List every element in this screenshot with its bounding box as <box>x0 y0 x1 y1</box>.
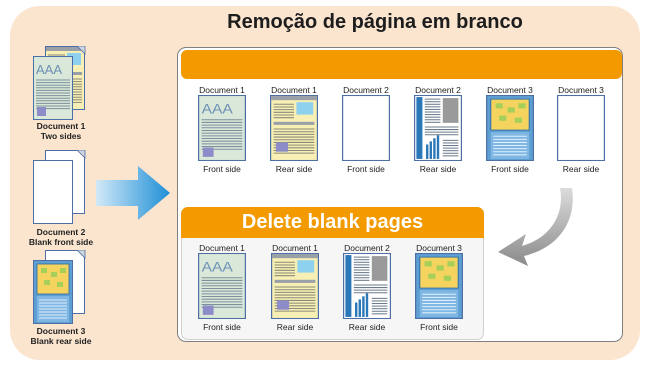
top-doc-name: Document 2 <box>415 85 461 95</box>
top-page-yellow <box>270 95 318 166</box>
bottom-page-blue <box>343 253 391 324</box>
source-doc-desc: Blank rear side <box>30 336 92 346</box>
delete-blank-pages-header: Delete blank pages <box>181 207 484 238</box>
top-side-label: Front side <box>203 164 241 174</box>
bottom-doc-name: Document 2 <box>344 243 390 253</box>
bottom-side-label: Rear side <box>348 322 386 332</box>
top-side-label: Rear side <box>275 164 313 174</box>
curved-down-arrow <box>498 188 573 266</box>
bottom-page-text: AAA <box>198 253 246 324</box>
bottom-doc-name: Document 3 <box>416 243 462 253</box>
bottom-side-label: Front side <box>203 322 241 332</box>
top-doc-name: Document 1 <box>199 85 245 95</box>
source-document-2 <box>33 149 89 231</box>
right-arrow <box>96 166 170 220</box>
source-document-3 <box>33 249 89 331</box>
bottom-page-map <box>415 253 463 324</box>
bottom-doc-name: Document 1 <box>272 243 318 253</box>
top-side-label: Front side <box>347 164 385 174</box>
header-bar <box>181 50 622 79</box>
source-doc-desc: Blank front side <box>28 237 94 247</box>
bottom-page-yellow <box>271 253 319 324</box>
source-document-1: AAA <box>33 45 89 127</box>
bottom-side-label: Rear side <box>276 322 314 332</box>
top-side-label: Rear side <box>562 164 600 174</box>
svg-text:AAA: AAA <box>202 261 234 276</box>
top-doc-name: Document 3 <box>558 85 604 95</box>
top-doc-name: Document 1 <box>271 85 317 95</box>
bottom-side-label: Front side <box>420 322 458 332</box>
source-doc-name: Document 1 <box>36 121 86 131</box>
source-doc-name: Document 3 <box>36 326 86 336</box>
top-doc-name: Document 2 <box>343 85 389 95</box>
diagram-title: Remoção de página em branco <box>227 11 523 33</box>
top-page-blue <box>414 95 462 166</box>
top-page-map <box>486 95 534 166</box>
top-doc-name: Document 3 <box>487 85 533 95</box>
source-doc-name: Document 2 <box>36 227 86 237</box>
svg-text:AAA: AAA <box>202 103 234 118</box>
top-side-label: Front side <box>491 164 529 174</box>
top-side-label: Rear side <box>419 164 457 174</box>
source-doc-desc: Two sides <box>40 131 82 141</box>
top-page-blank <box>557 95 605 166</box>
top-page-text: AAA <box>198 95 246 166</box>
top-page-blank <box>342 95 390 166</box>
bottom-doc-name: Document 1 <box>199 243 245 253</box>
svg-text:AAA: AAA <box>36 62 62 77</box>
